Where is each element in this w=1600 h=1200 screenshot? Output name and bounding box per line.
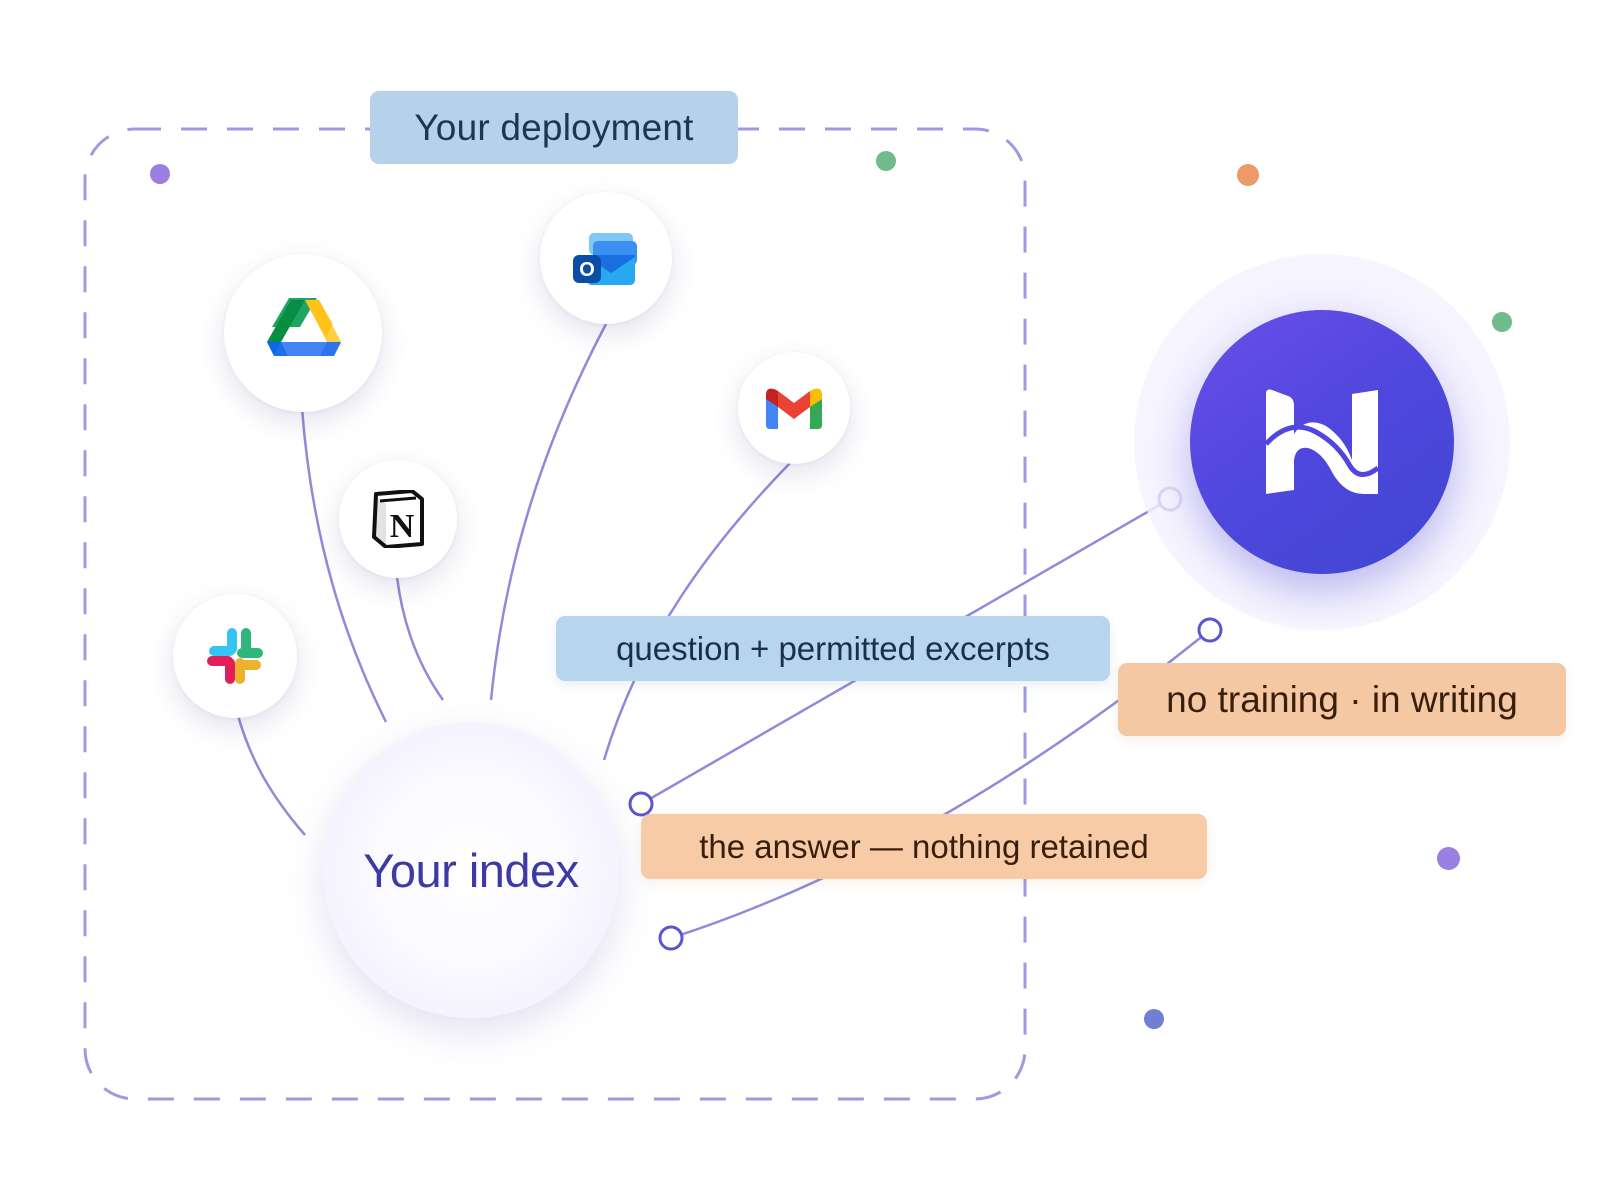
decor-dot	[1437, 847, 1460, 870]
svg-text:N: N	[390, 508, 415, 545]
brand-node	[1190, 310, 1454, 574]
endpoint-question-start	[628, 791, 654, 817]
outlook-icon: O	[573, 233, 637, 285]
decor-dot	[1144, 1009, 1164, 1029]
index-hub-label: Your index	[363, 843, 579, 897]
answer-flow-label: the answer — nothing retained	[641, 814, 1207, 879]
connector-drive	[300, 407, 388, 723]
endpoint-answer-end	[658, 925, 684, 951]
index-hub: Your index	[323, 722, 619, 1018]
svg-text:O: O	[579, 259, 595, 281]
google-drive-icon	[267, 298, 341, 356]
question-flow-label: question + permitted excerpts	[556, 616, 1110, 681]
connector-slack	[235, 711, 306, 836]
endpoint-answer-start	[1197, 617, 1223, 643]
connector-notion	[395, 576, 445, 701]
notion-icon: N	[372, 490, 424, 548]
n-logo-icon	[1264, 389, 1380, 494]
policy-label: no training · in writing	[1118, 663, 1566, 736]
decor-dot	[150, 164, 170, 184]
source-notion[interactable]: N	[339, 460, 457, 578]
deployment-label: Your deployment	[370, 91, 738, 164]
decor-dot	[876, 151, 896, 171]
source-slack[interactable]	[173, 594, 297, 718]
decor-dot	[1237, 164, 1259, 186]
source-google-drive[interactable]	[224, 254, 382, 412]
source-gmail[interactable]	[738, 352, 850, 464]
decor-dot	[1492, 312, 1512, 332]
gmail-icon	[766, 388, 822, 429]
connector-outlook	[489, 323, 608, 701]
connector-gmail	[602, 460, 793, 761]
source-outlook[interactable]: O	[540, 192, 672, 324]
slack-icon	[207, 628, 263, 684]
